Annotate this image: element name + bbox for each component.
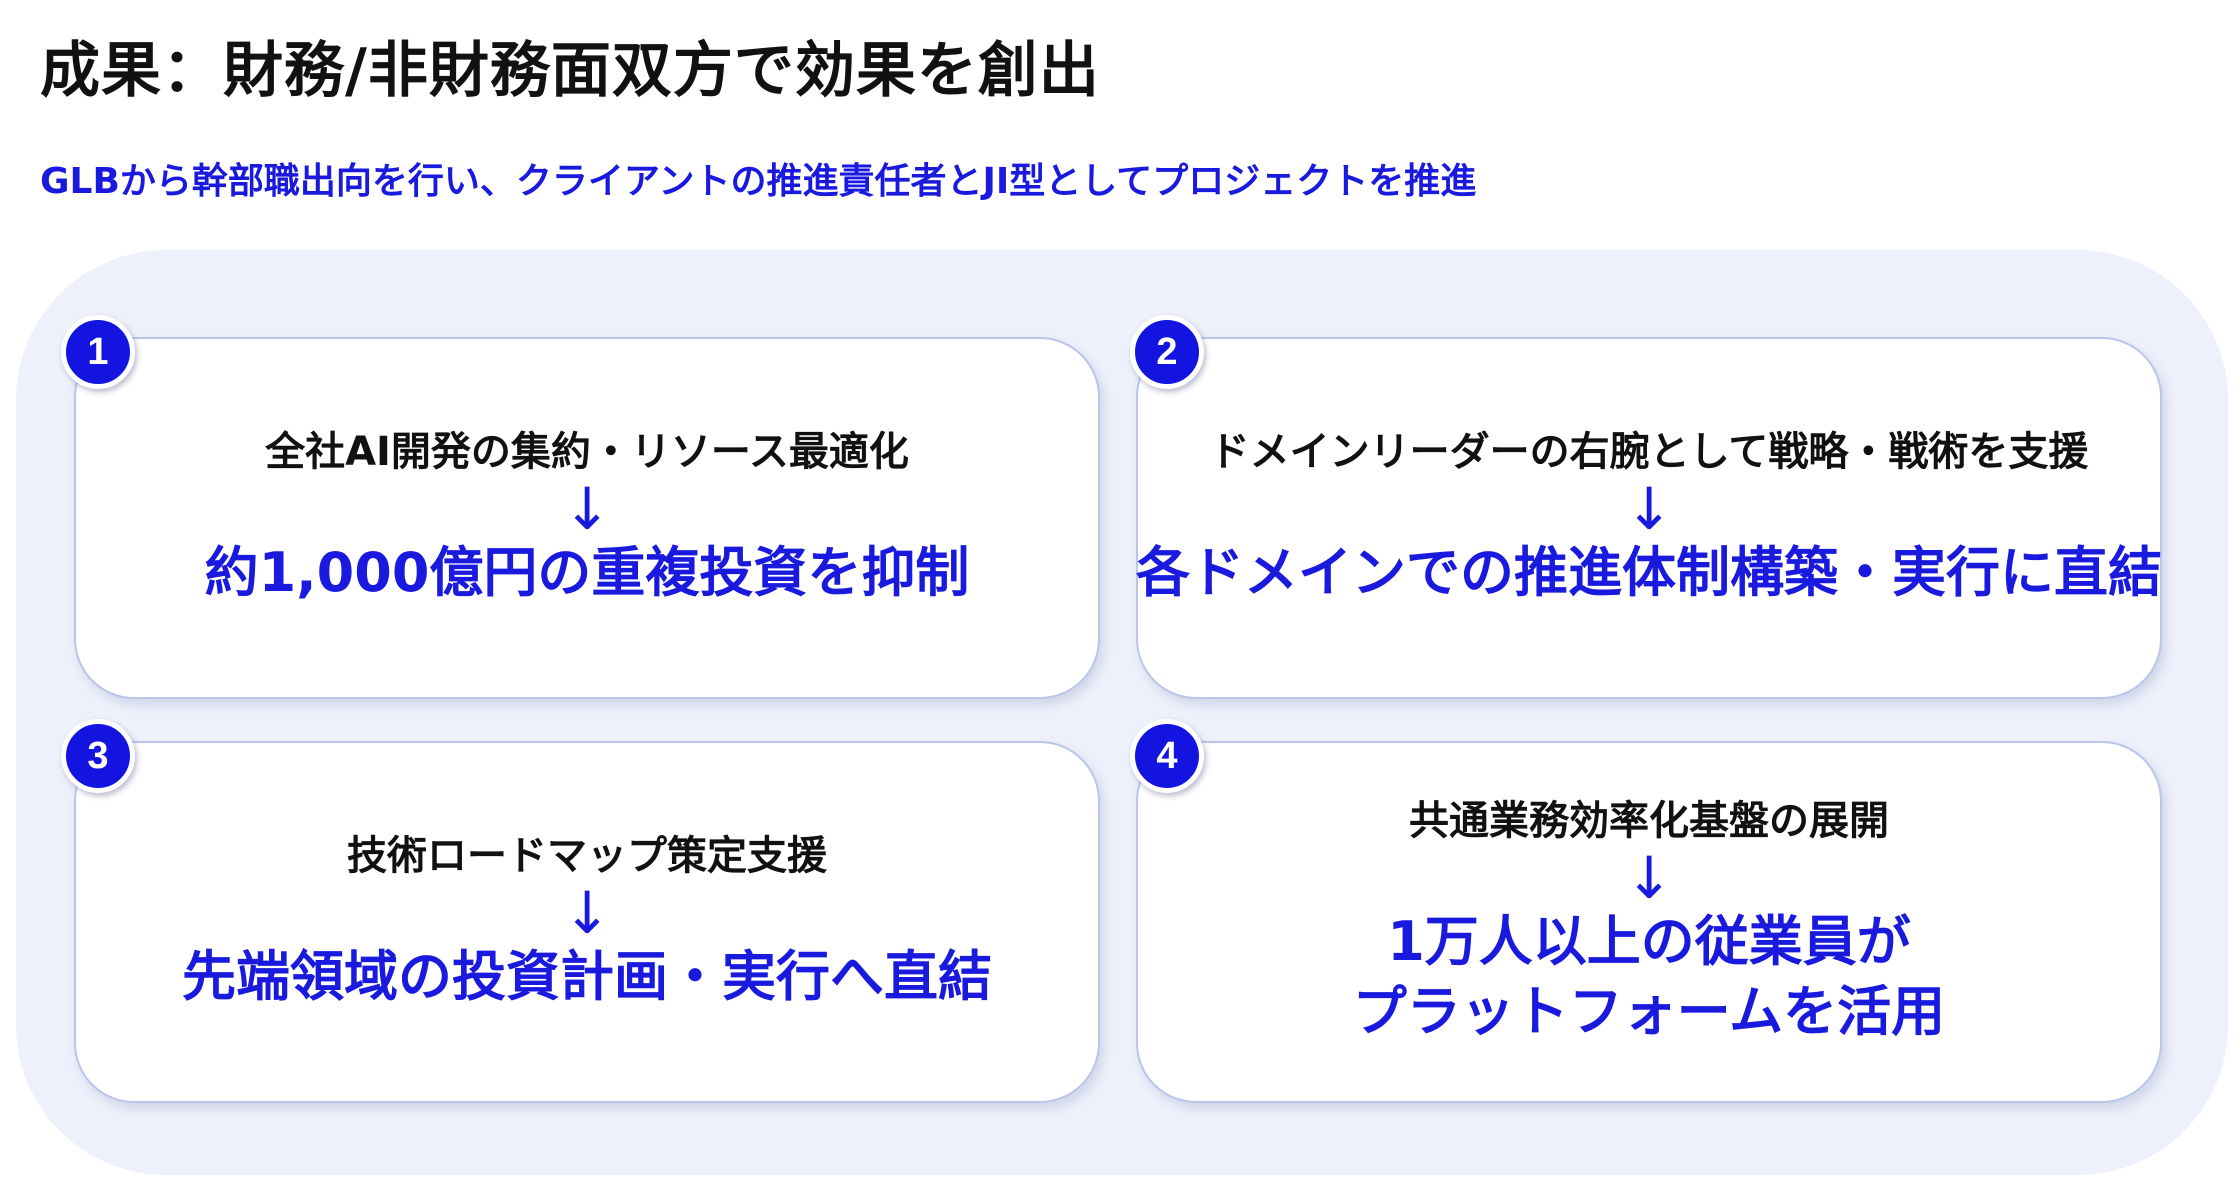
- result-card-3: 技術ロードマップ策定支援 ↓ 先端領域の投資計画・実行へ直結: [74, 741, 1100, 1103]
- down-arrow-icon: ↓: [562, 878, 612, 947]
- card-result: 約1,000億円の重複投資を抑制: [205, 538, 970, 608]
- result-card-2: ドメインリーダーの右腕として戦略・戦術を支援 ↓ 各ドメインでの推進体制構築・実…: [1136, 337, 2162, 699]
- number-badge-2: 2: [1130, 315, 1204, 389]
- card-result-line: 1万人以上の従業員が: [1387, 909, 1911, 973]
- card-result-line: プラットフォームを活用: [1352, 980, 1946, 1043]
- page-title: 成果：財務/非財務面双方で効果を創出: [40, 36, 1100, 106]
- result-card-1: 全社AI開発の集約・リソース最適化 ↓ 約1,000億円の重複投資を抑制: [74, 337, 1100, 699]
- result-card-body: 共通業務効率化基盤の展開 ↓ 1万人以上の従業員が プラットフォームを活用: [1138, 743, 2160, 1101]
- result-card-body: 技術ロードマップ策定支援 ↓ 先端領域の投資計画・実行へ直結: [76, 743, 1098, 1101]
- result-card-body: 全社AI開発の集約・リソース最適化 ↓ 約1,000億円の重複投資を抑制: [76, 339, 1098, 697]
- number-badge-3: 3: [61, 719, 135, 793]
- card-heading: ドメインリーダーの右腕として戦略・戦術を支援: [1209, 428, 2089, 475]
- card-heading: 全社AI開発の集約・リソース最適化: [265, 428, 909, 475]
- card-result-line: 各ドメインでの推進体制構築・実行に直結: [1136, 540, 2162, 604]
- card-result-line: 約1,000億円の重複投資を抑制: [204, 540, 970, 604]
- card-result: 各ドメインでの推進体制構築・実行に直結: [1136, 538, 2162, 608]
- number-badge-4: 4: [1130, 719, 1204, 793]
- card-result-line: 先端領域の投資計画・実行へ直結: [182, 944, 992, 1008]
- down-arrow-icon: ↓: [1624, 843, 1674, 912]
- card-heading: 技術ロードマップ策定支援: [347, 832, 827, 879]
- card-heading: 共通業務効率化基盤の展開: [1409, 797, 1889, 844]
- card-result: 1万人以上の従業員が プラットフォームを活用: [1353, 907, 1945, 1047]
- down-arrow-icon: ↓: [562, 474, 612, 543]
- card-result: 先端領域の投資計画・実行へ直結: [182, 942, 992, 1012]
- number-badge-1: 1: [61, 315, 135, 389]
- result-card-body: ドメインリーダーの右腕として戦略・戦術を支援 ↓ 各ドメインでの推進体制構築・実…: [1136, 339, 2162, 697]
- result-card-4: 共通業務効率化基盤の展開 ↓ 1万人以上の従業員が プラットフォームを活用: [1136, 741, 2162, 1103]
- down-arrow-icon: ↓: [1624, 474, 1674, 543]
- page-subtitle: GLBから幹部職出向を行い、クライアントの推進責任者とJI型としてプロジェクトを…: [40, 161, 1477, 202]
